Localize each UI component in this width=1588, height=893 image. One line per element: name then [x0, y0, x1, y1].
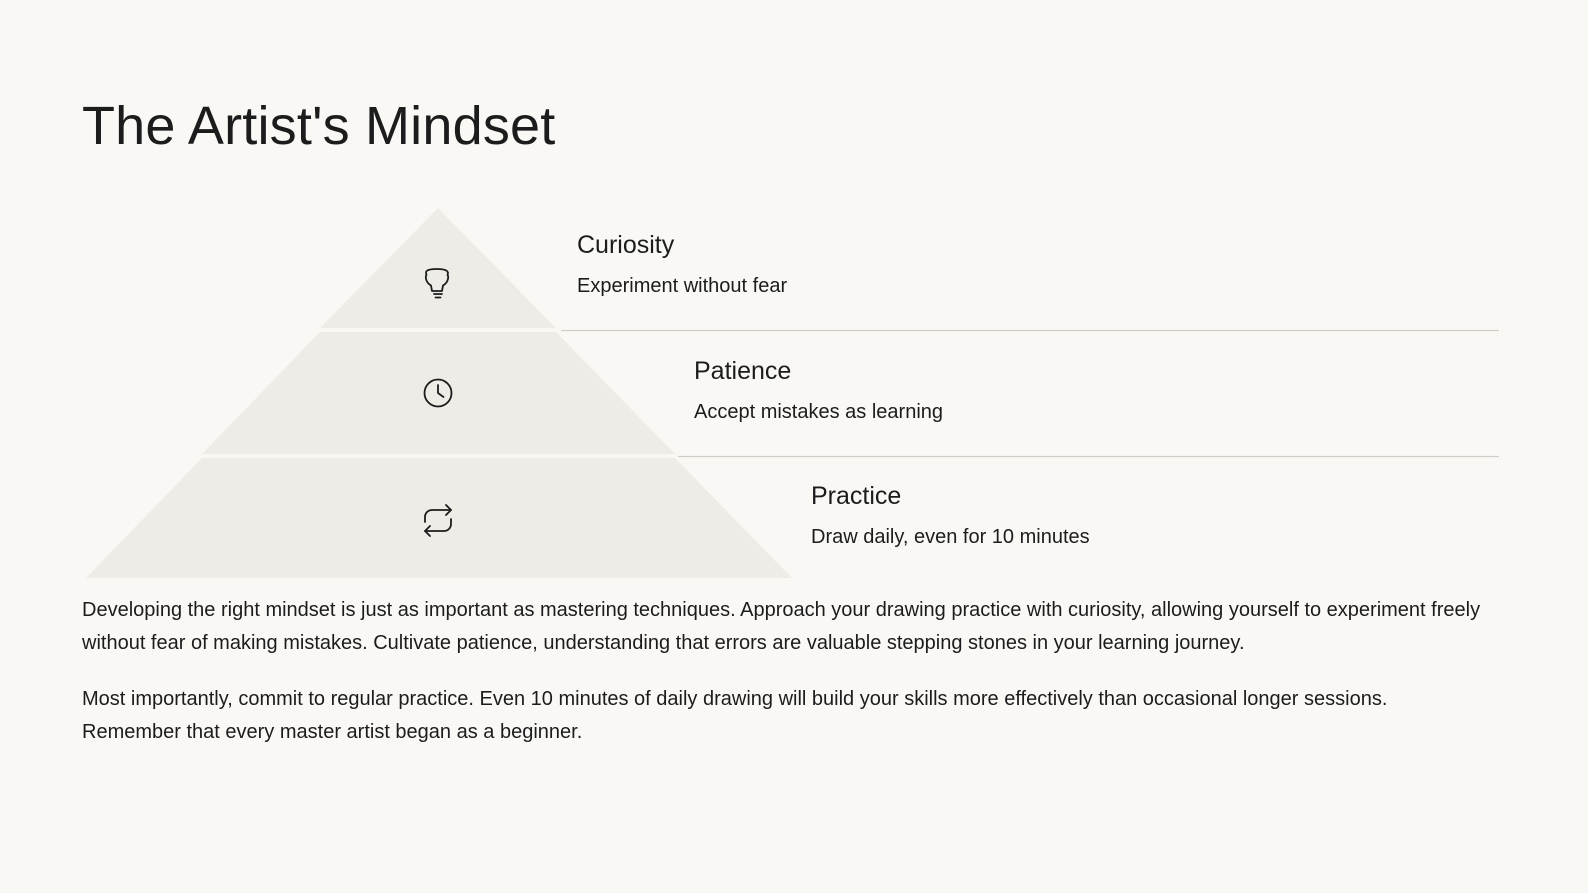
- level-practice: Practice Draw daily, even for 10 minutes: [811, 481, 1090, 549]
- pyramid-tier-curiosity: [320, 208, 556, 328]
- page-title: The Artist's Mindset: [82, 96, 556, 156]
- paragraph: Most importantly, commit to regular prac…: [82, 688, 1388, 743]
- level-patience: Patience Accept mistakes as learning: [694, 356, 943, 424]
- lightbulb-icon: [425, 268, 449, 299]
- level-curiosity: Curiosity Experiment without fear: [577, 230, 787, 298]
- body-text: Developing the right mindset is just as …: [82, 594, 1482, 772]
- level-title: Patience: [694, 357, 792, 385]
- paragraph: Developing the right mindset is just as …: [82, 599, 1481, 654]
- pyramid-tier-practice: [86, 458, 792, 578]
- level-title: Curiosity: [577, 231, 675, 259]
- repeat-icon: [424, 504, 452, 537]
- level-title: Practice: [811, 482, 902, 510]
- pyramid-tier-patience: [202, 332, 675, 454]
- level-description: Draw daily, even for 10 minutes: [811, 526, 1090, 548]
- level-description: Experiment without fear: [577, 275, 788, 297]
- clock-icon: [423, 378, 453, 408]
- level-description: Accept mistakes as learning: [694, 401, 944, 423]
